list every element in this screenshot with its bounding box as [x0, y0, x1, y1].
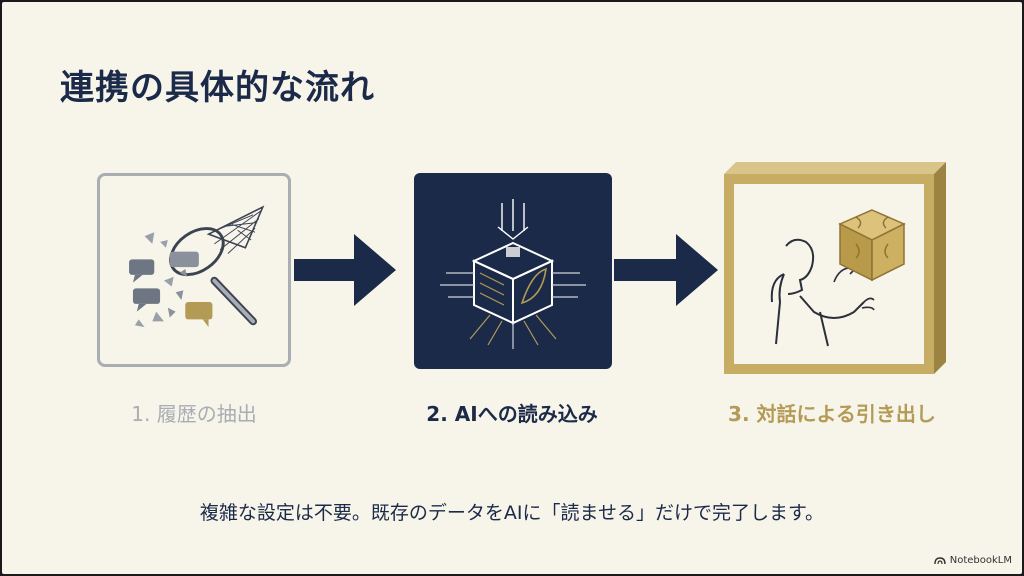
step-3-panel [724, 162, 946, 374]
step-1-panel [97, 173, 291, 367]
step-1-label: 1. 履歴の抽出 [131, 402, 257, 426]
step-2-panel [414, 173, 612, 369]
notebooklm-logo-icon [934, 557, 946, 565]
step-2-label: 2. AIへの読み込み [426, 402, 598, 426]
net-catching-chat-bubbles-icon [129, 205, 265, 328]
flow-arrow-2-icon [614, 234, 718, 306]
summary-text: 複雑な設定は不要。既存のデータをAIに「読ませる」だけで完了します。 [199, 502, 825, 524]
flow-arrow-1-icon [294, 234, 396, 306]
slide-title: 連携の具体的な流れ [60, 68, 375, 108]
brand-name: NotebookLM [949, 555, 1012, 566]
brand-watermark: NotebookLM [934, 555, 1012, 566]
person-with-puzzle-cube-icon [724, 162, 946, 374]
step-3-label: 3. 対話による引き出し [728, 402, 936, 426]
ai-chip-cube-icon [440, 199, 586, 349]
